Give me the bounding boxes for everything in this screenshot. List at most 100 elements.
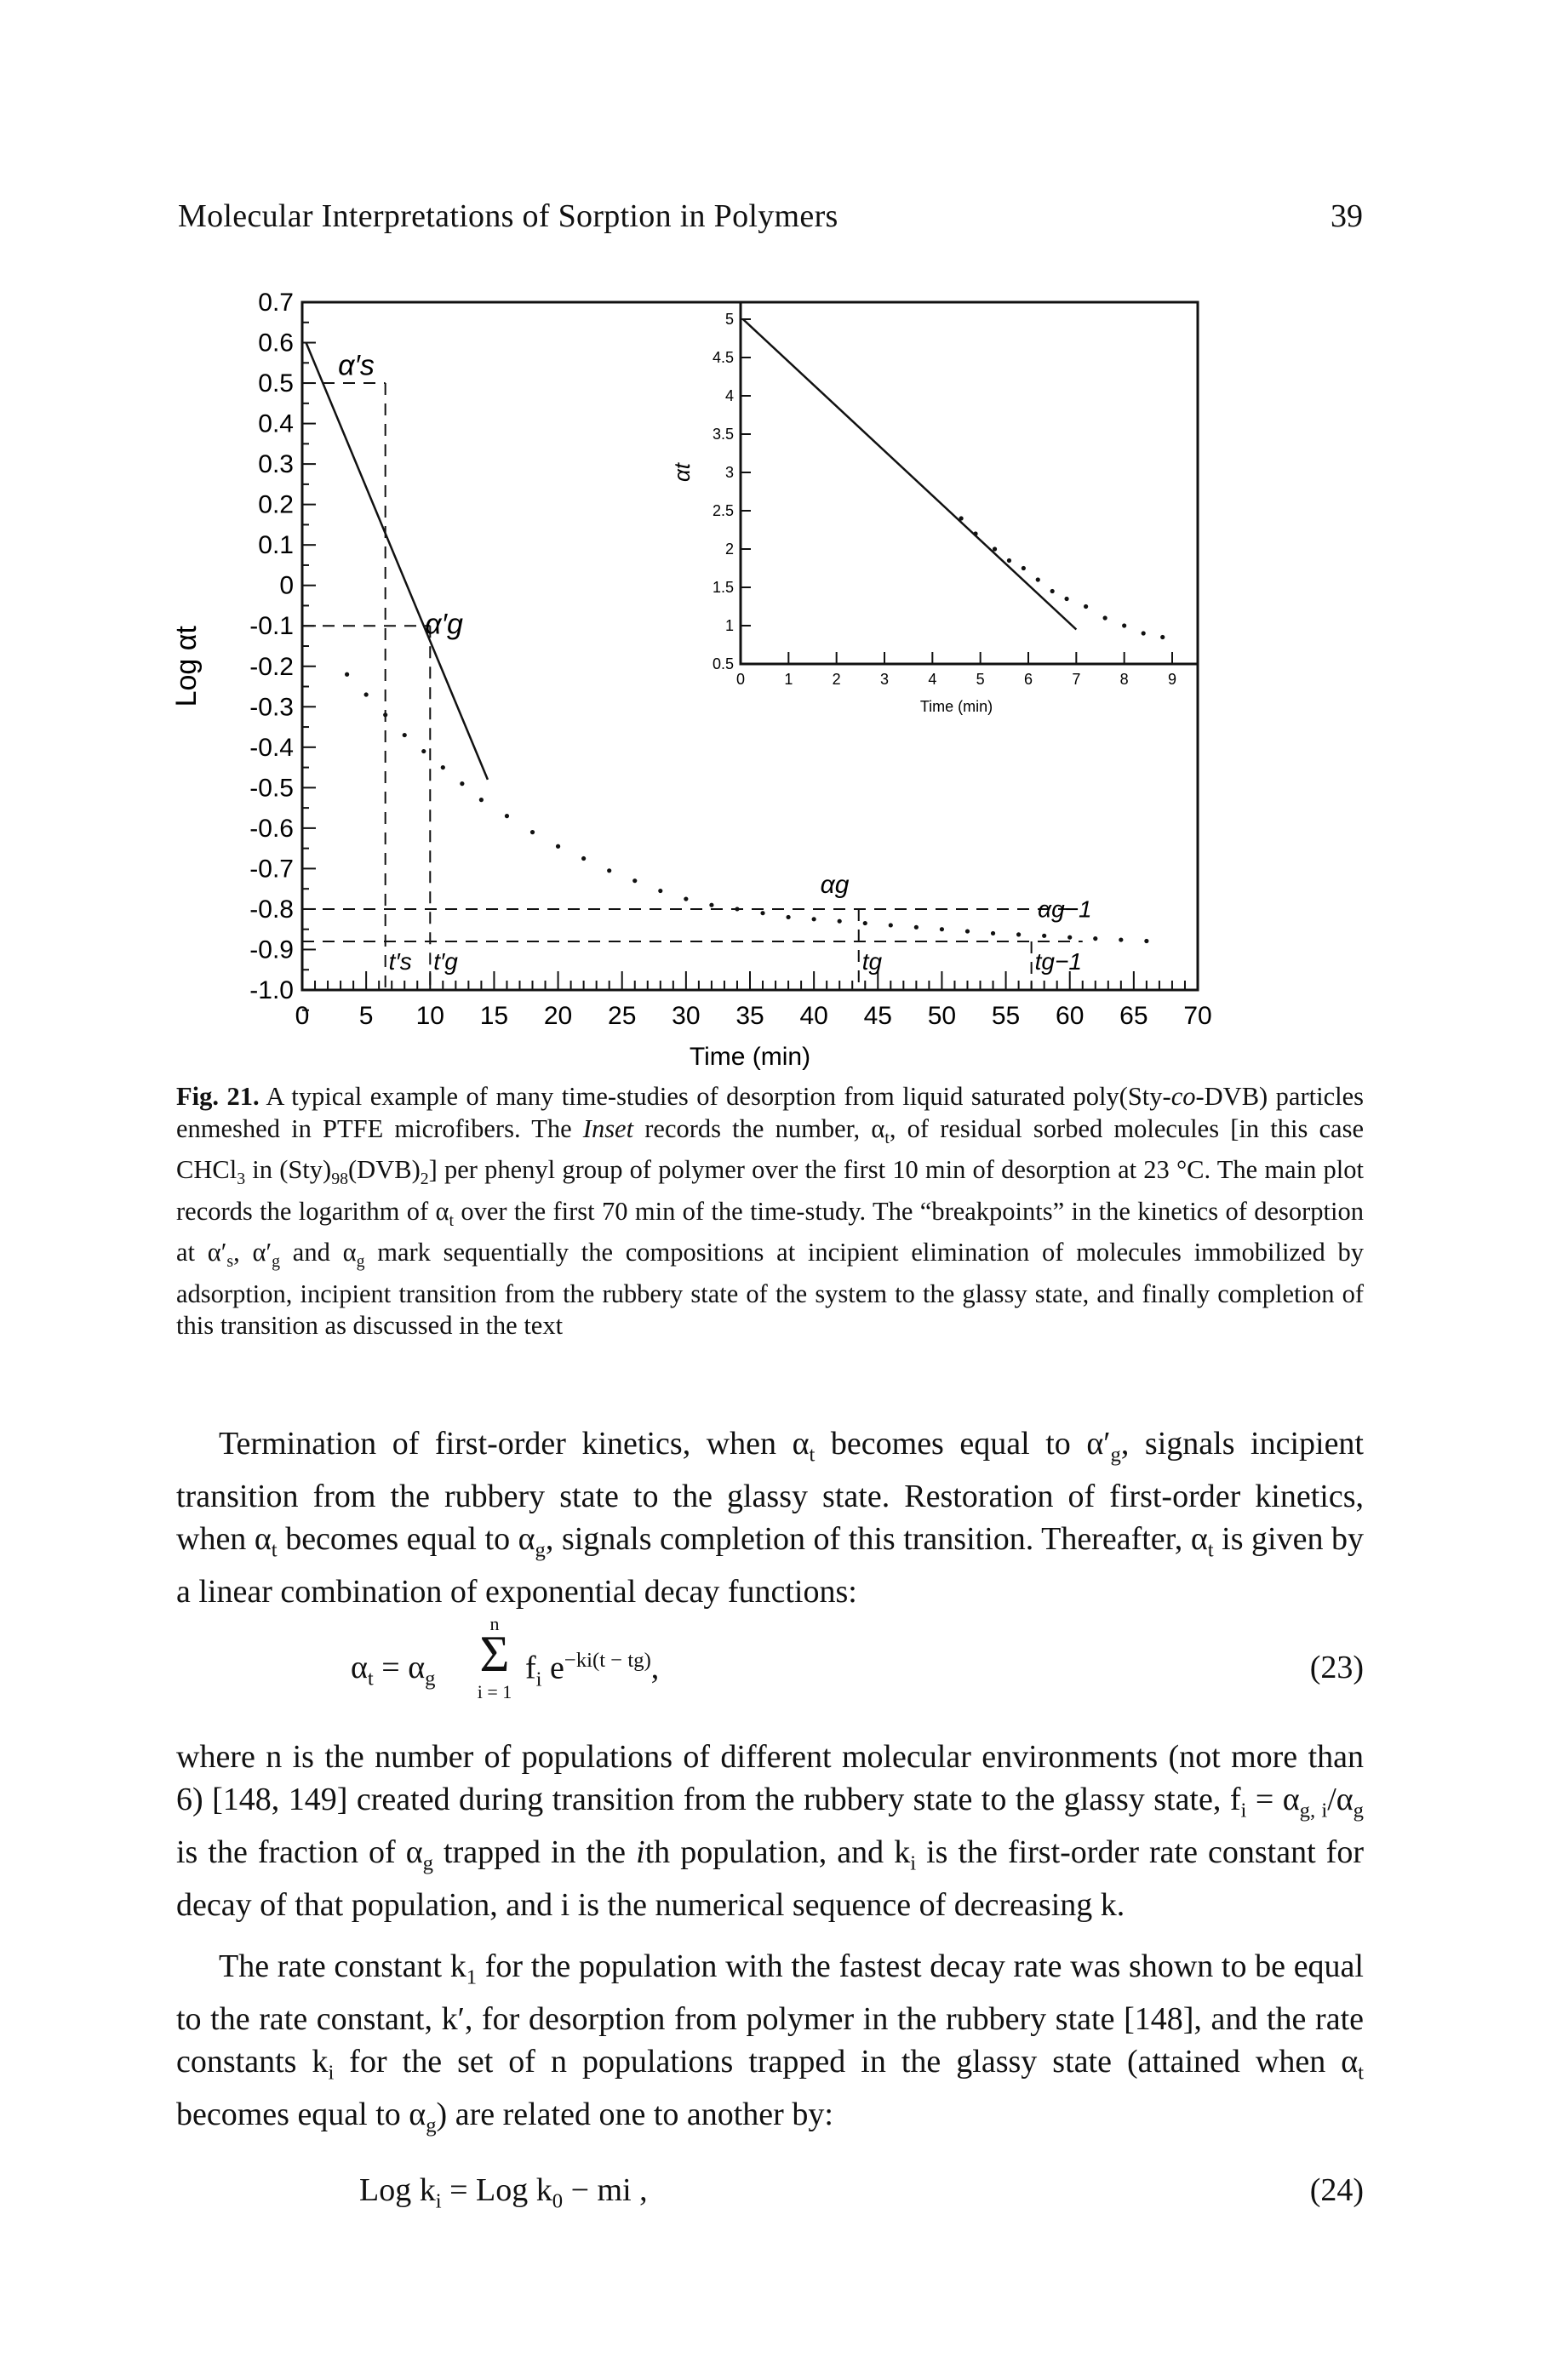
data-point bbox=[1016, 932, 1022, 937]
x-tick-label: 10 bbox=[416, 1002, 444, 1030]
data-point bbox=[607, 868, 612, 873]
x-tick-label: 5 bbox=[359, 1002, 374, 1030]
inset-y-tick-label: 3 bbox=[725, 464, 734, 481]
data-point bbox=[786, 914, 791, 920]
page-number: 39 bbox=[1331, 198, 1363, 234]
t-g-prime-annotation: t′g bbox=[433, 948, 458, 975]
data-point bbox=[402, 732, 407, 738]
inset-y-tick-label: 4.5 bbox=[713, 349, 734, 366]
paragraph-termination: Termination of first-order kinetics, whe… bbox=[176, 1426, 1365, 1610]
y-tick-label: -0.4 bbox=[249, 734, 294, 762]
y-tick-label: -0.9 bbox=[249, 935, 294, 964]
x-tick-label: 15 bbox=[480, 1002, 508, 1030]
inset-data-point bbox=[992, 546, 998, 552]
inset-x-tick-label: 6 bbox=[1024, 671, 1033, 688]
y-tick-label: 0 bbox=[279, 572, 294, 600]
inset-x-tick-label: 1 bbox=[784, 671, 793, 688]
x-tick-label: 20 bbox=[544, 1002, 572, 1030]
inset-data-point bbox=[1084, 604, 1089, 609]
data-point bbox=[460, 781, 465, 787]
running-title: Molecular Interpretations of Sorption in… bbox=[178, 198, 838, 234]
y-tick-label: 0.1 bbox=[258, 531, 294, 559]
x-tick-label: 65 bbox=[1119, 1002, 1148, 1030]
figure-caption: Fig. 21. A typical example of many time-… bbox=[176, 1082, 1364, 1341]
inset-x-tick-label: 5 bbox=[976, 671, 985, 688]
inset-data-point bbox=[1160, 634, 1165, 640]
y-tick-label: 0.5 bbox=[258, 369, 294, 398]
inset-y-tick-label: 0.5 bbox=[713, 655, 734, 672]
x-tick-label: 35 bbox=[735, 1002, 764, 1030]
caption-label: Fig. 21. bbox=[176, 1082, 260, 1111]
x-tick-label: 60 bbox=[1056, 1002, 1084, 1030]
data-point bbox=[1042, 933, 1047, 938]
y-tick-label: -0.1 bbox=[249, 612, 294, 640]
inset-fit-line bbox=[741, 318, 1078, 631]
data-point bbox=[888, 923, 893, 928]
data-point bbox=[684, 896, 689, 901]
inset-x-tick-label: 4 bbox=[928, 671, 936, 688]
inset-data-point bbox=[1064, 596, 1069, 602]
data-point bbox=[440, 764, 445, 770]
data-point bbox=[529, 830, 535, 835]
inset-x-axis-label: Time (min) bbox=[920, 698, 993, 715]
data-point bbox=[421, 748, 426, 754]
x-tick-label: 30 bbox=[672, 1002, 700, 1030]
inset-x-tick-label: 7 bbox=[1072, 671, 1080, 688]
data-point bbox=[504, 814, 510, 819]
equation-number-23: (23) bbox=[1309, 1650, 1364, 1685]
inset-y-tick-label: 2 bbox=[725, 541, 734, 558]
y-tick-label: -0.2 bbox=[249, 653, 294, 681]
inset-data-point bbox=[959, 516, 964, 521]
data-point bbox=[555, 844, 561, 849]
inset-y-tick-label: 2.5 bbox=[713, 502, 734, 519]
data-point bbox=[1144, 938, 1149, 944]
data-point bbox=[1119, 937, 1124, 942]
data-point bbox=[1067, 935, 1073, 940]
first-order-fit-line bbox=[305, 342, 489, 781]
inset-y-tick-label: 4 bbox=[725, 387, 734, 404]
x-tick-label: 70 bbox=[1183, 1002, 1211, 1030]
inset-frame bbox=[739, 300, 1199, 666]
data-point bbox=[990, 930, 996, 936]
y-tick-label: 0.2 bbox=[258, 491, 294, 519]
inset-y-tick-label: 3.5 bbox=[713, 426, 734, 443]
inset-x-tick-label: 3 bbox=[880, 671, 889, 688]
inset-y-tick-label: 5 bbox=[725, 311, 734, 328]
alpha-g-minus-1-annotation: αg−1 bbox=[1038, 895, 1091, 922]
x-tick-label: 55 bbox=[992, 1002, 1020, 1030]
y-tick-label: 0.7 bbox=[258, 289, 294, 317]
data-point bbox=[760, 911, 765, 916]
data-point bbox=[837, 918, 842, 924]
t-s-prime-annotation: t′s bbox=[389, 948, 412, 975]
inset-y-tick-label: 1.5 bbox=[713, 579, 734, 596]
data-point bbox=[862, 920, 867, 926]
x-axis-label: Time (min) bbox=[690, 1043, 810, 1071]
inset-data-point bbox=[1021, 565, 1026, 571]
y-tick-label: 0.3 bbox=[258, 450, 294, 478]
equation-23: αt = αg n Σ i = 1 fi e−ki(t − tg), (23) bbox=[351, 1613, 1364, 1702]
inset-x-tick-label: 2 bbox=[833, 671, 841, 688]
t-g-minus-1-annotation: tg−1 bbox=[1035, 948, 1082, 975]
y-axis-label: Log αt bbox=[170, 626, 203, 707]
page-header: Molecular Interpretations of Sorption in… bbox=[178, 197, 1363, 249]
alpha-g-annotation: αg bbox=[821, 871, 850, 899]
y-tick-label: -0.5 bbox=[249, 774, 294, 802]
y-tick-label: 0.4 bbox=[258, 410, 294, 438]
y-tick-label: -0.7 bbox=[249, 855, 294, 883]
y-tick-label: -0.3 bbox=[249, 693, 294, 721]
x-tick-label: 40 bbox=[799, 1002, 827, 1030]
data-point bbox=[709, 902, 714, 907]
data-point bbox=[383, 712, 388, 718]
alpha-g-prime-annotation: α′g bbox=[425, 609, 463, 641]
inset-data-point bbox=[1141, 631, 1146, 636]
data-point bbox=[478, 798, 484, 803]
paragraph-rate-constant: The rate constant k1 for the population … bbox=[176, 1948, 1364, 2137]
inset-data-point bbox=[1006, 558, 1012, 564]
inset-y-tick-label: 1 bbox=[725, 617, 734, 634]
inset-y-axis-label: αt bbox=[669, 461, 695, 482]
x-tick-label: 45 bbox=[864, 1002, 892, 1030]
inset-data-point bbox=[1102, 615, 1107, 621]
